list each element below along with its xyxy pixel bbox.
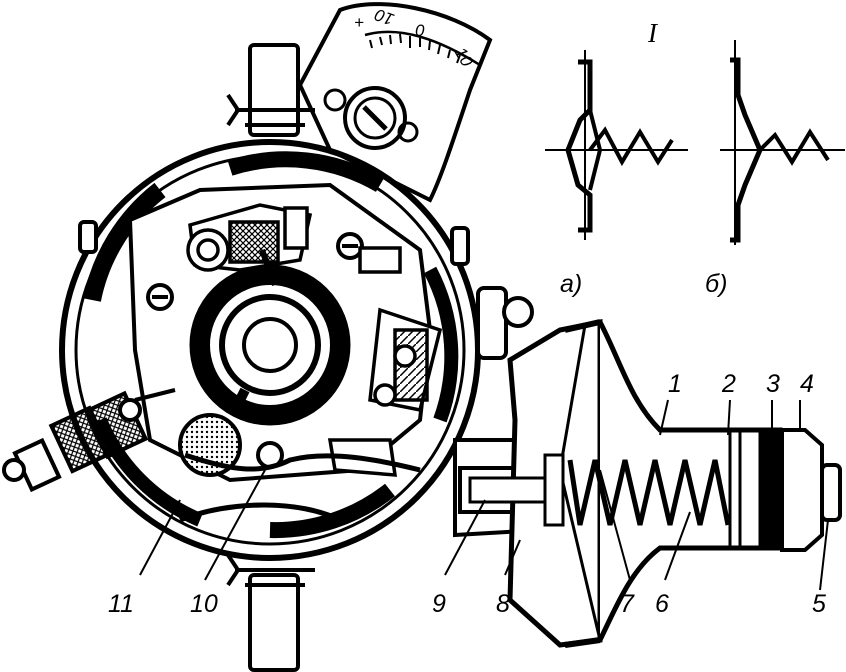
inset-variant-a <box>545 50 688 240</box>
spring-clip-bottom <box>226 553 315 672</box>
variant-a-label: а) <box>560 270 582 298</box>
part-label-6: 6 <box>655 590 669 618</box>
part-label-9: 9 <box>432 590 446 618</box>
octane-corrector-bracket <box>297 2 493 203</box>
part-label-10: 10 <box>190 590 218 618</box>
inset-variant-b <box>720 40 845 245</box>
part-label-7: 7 <box>620 590 635 618</box>
part-label-2: 2 <box>721 370 736 398</box>
part-label-4: 4 <box>800 370 814 398</box>
octane-scale <box>364 30 481 67</box>
section-label: I <box>647 18 659 48</box>
part-label-8: 8 <box>496 590 510 618</box>
diaphragm-rod <box>468 453 565 527</box>
part-label-3: 3 <box>766 370 780 398</box>
vacuum-rod-link <box>179 452 421 523</box>
scale-zero-label: 0 <box>415 21 425 40</box>
part-label-1: 1 <box>668 370 682 398</box>
variant-b-label: б) <box>705 270 727 298</box>
part-label-11: 11 <box>108 590 134 618</box>
contact-block <box>327 246 443 477</box>
part-label-5: 5 <box>812 590 826 618</box>
leader-lines <box>139 399 829 591</box>
return-spring <box>567 459 731 526</box>
cam-bushing <box>189 264 351 426</box>
spring-clip-top <box>226 43 315 137</box>
vacuum-link-pivot <box>178 387 284 477</box>
breaker-arm <box>186 203 313 287</box>
low-tension-terminal <box>2 388 176 493</box>
housing-tabs <box>78 220 534 360</box>
scale-plus-label: + <box>354 13 364 32</box>
